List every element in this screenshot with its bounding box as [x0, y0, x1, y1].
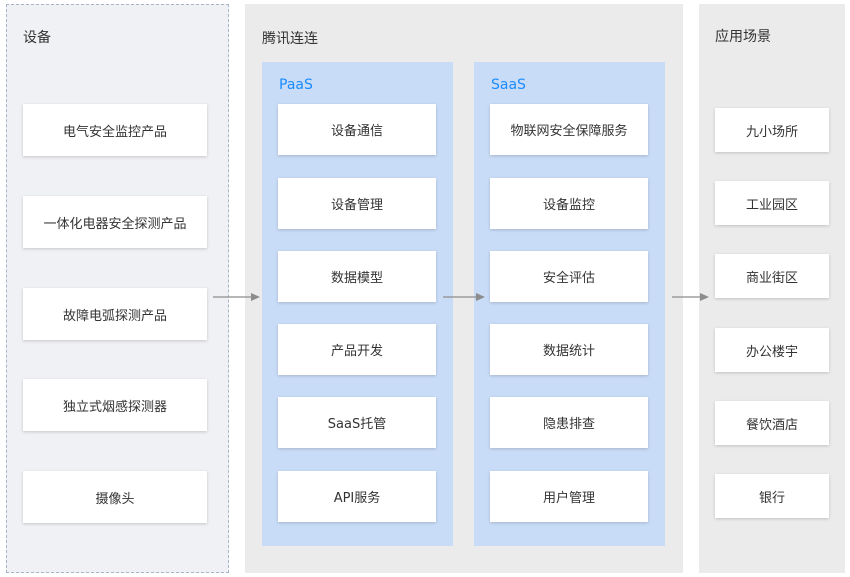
scene-box-commercial-street: 商业街区 — [715, 254, 829, 298]
paas-item-data-model: 数据模型 — [278, 251, 436, 302]
device-box-smoke-detector: 独立式烟感探测器 — [23, 379, 207, 431]
device-box-electrical-safety-monitoring: 电气安全监控产品 — [23, 104, 207, 156]
paas-title: PaaS — [279, 77, 313, 93]
paas-panel: PaaS 设备通信 设备管理 数据模型 产品开发 SaaS托管 API服务 — [262, 62, 453, 546]
arrow-paas-to-saas — [443, 293, 485, 301]
saas-title: SaaS — [491, 77, 526, 93]
application-scenes-title: 应用场景 — [715, 29, 771, 45]
device-box-integrated-appliance-detection: 一体化电器安全探测产品 — [23, 196, 207, 248]
paas-item-device-communication: 设备通信 — [278, 104, 436, 155]
devices-title: 设备 — [23, 30, 51, 46]
scene-box-small-venues: 九小场所 — [715, 108, 829, 152]
device-box-arc-fault-detection: 故障电弧探测产品 — [23, 288, 207, 340]
saas-panel: SaaS 物联网安全保障服务 设备监控 安全评估 数据统计 隐患排查 用户管理 — [474, 62, 665, 546]
scene-box-bank: 银行 — [715, 474, 829, 518]
paas-item-device-management: 设备管理 — [278, 178, 436, 229]
saas-item-iot-security-service: 物联网安全保障服务 — [490, 104, 648, 155]
arrow-saas-to-scenes — [672, 293, 709, 301]
scene-box-industrial-park: 工业园区 — [715, 181, 829, 225]
saas-item-device-monitoring: 设备监控 — [490, 178, 648, 229]
paas-item-saas-hosting: SaaS托管 — [278, 397, 436, 448]
saas-item-data-statistics: 数据统计 — [490, 324, 648, 375]
scene-box-office-building: 办公楼宇 — [715, 328, 829, 372]
saas-item-user-management: 用户管理 — [490, 471, 648, 522]
arrow-devices-to-paas — [213, 293, 260, 301]
paas-item-api-service: API服务 — [278, 471, 436, 522]
paas-item-product-development: 产品开发 — [278, 324, 436, 375]
saas-item-hazard-inspection: 隐患排查 — [490, 397, 648, 448]
scene-box-restaurant-hotel: 餐饮酒店 — [715, 401, 829, 445]
device-box-camera: 摄像头 — [23, 471, 207, 523]
saas-item-safety-assessment: 安全评估 — [490, 251, 648, 302]
tencent-lianlian-title: 腾讯连连 — [262, 31, 318, 47]
